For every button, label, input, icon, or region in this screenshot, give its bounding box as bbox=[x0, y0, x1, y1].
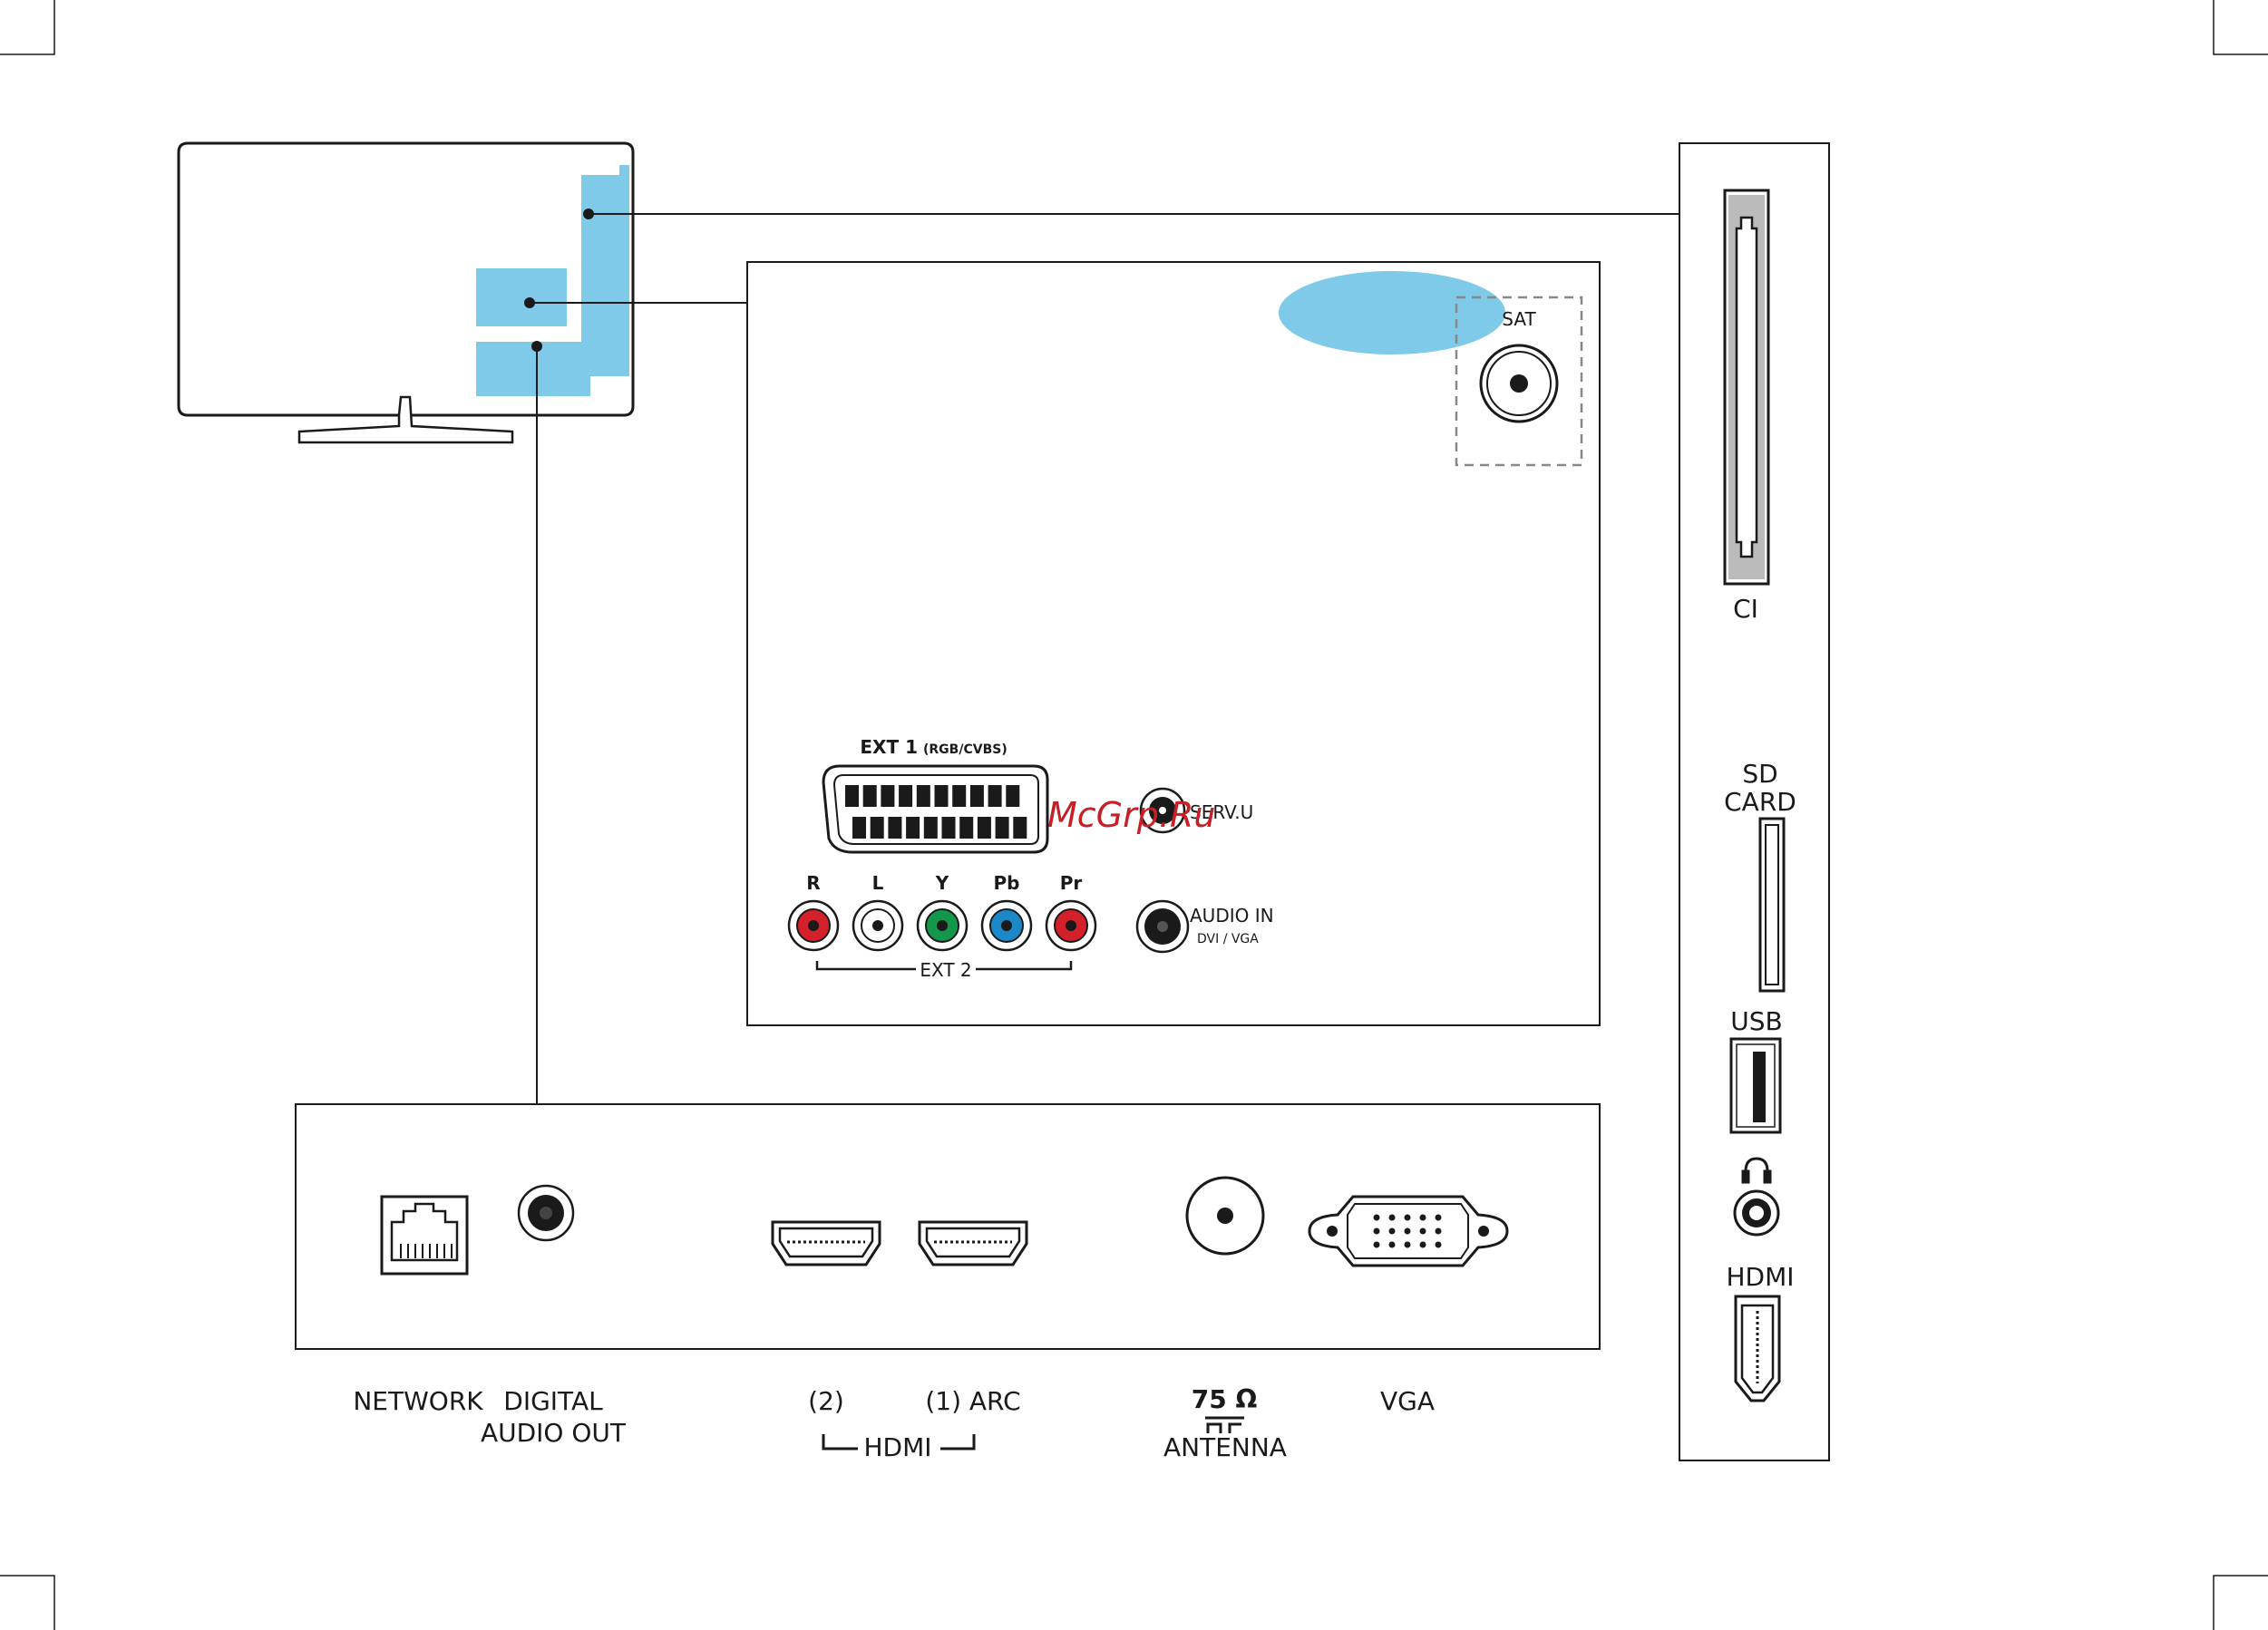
scart-pin bbox=[871, 817, 884, 839]
antenna-symbol bbox=[1205, 1418, 1244, 1433]
audio-in-port[interactable] bbox=[1137, 901, 1188, 952]
scart-pin bbox=[942, 817, 956, 839]
vga-label: VGA bbox=[1380, 1386, 1435, 1416]
rca-port-y[interactable] bbox=[918, 901, 967, 950]
rca-port-pb[interactable] bbox=[982, 901, 1031, 950]
scart-pin bbox=[852, 817, 866, 839]
sat-port[interactable] bbox=[1481, 345, 1557, 422]
digital-audio-label-line2: AUDIO OUT bbox=[481, 1418, 627, 1448]
hdmi-2-port[interactable] bbox=[773, 1222, 880, 1265]
scart-pin bbox=[952, 785, 966, 807]
rca-port-l[interactable] bbox=[853, 901, 902, 950]
center-connector-area bbox=[476, 268, 567, 326]
scart-pin bbox=[888, 817, 901, 839]
scart-pin bbox=[899, 785, 912, 807]
component-label-y: Y bbox=[935, 872, 949, 894]
component-label-l: L bbox=[872, 872, 884, 894]
network-label: NETWORK bbox=[353, 1386, 483, 1416]
side-panel: CI SD CARD USB HDMI bbox=[1679, 143, 1829, 1460]
headphone-jack[interactable] bbox=[1735, 1191, 1778, 1235]
network-port[interactable] bbox=[382, 1197, 467, 1274]
scart-pin bbox=[906, 817, 920, 839]
rca-port-r[interactable] bbox=[789, 901, 838, 950]
scart-pin bbox=[845, 785, 859, 807]
scart-port[interactable] bbox=[823, 766, 1047, 852]
antenna-ohm-label: 75 Ω bbox=[1192, 1384, 1258, 1414]
side-hdmi-label: HDMI bbox=[1726, 1262, 1794, 1292]
watermark-text: McGrp.Ru bbox=[1047, 795, 1215, 835]
side-hdmi-port[interactable] bbox=[1736, 1296, 1779, 1401]
scart-pin bbox=[881, 785, 894, 807]
audio-in-sub-label: DVI / VGA bbox=[1197, 932, 1259, 946]
scart-pin bbox=[996, 817, 1009, 839]
scart-pin bbox=[988, 785, 1002, 807]
audio-in-label: AUDIO IN bbox=[1190, 905, 1274, 927]
bottom-panel bbox=[296, 1104, 1600, 1349]
antenna-label: ANTENNA bbox=[1163, 1432, 1287, 1462]
scart-pin bbox=[935, 785, 949, 807]
scart-pin bbox=[1013, 817, 1027, 839]
component-label-pb: Pb bbox=[994, 872, 1020, 894]
scart-pin bbox=[959, 817, 973, 839]
scart-pin bbox=[978, 817, 991, 839]
sd-card-label-line1: SD bbox=[1742, 759, 1777, 789]
scart-pin bbox=[970, 785, 984, 807]
ci-label: CI bbox=[1733, 594, 1758, 624]
ext2-label: EXT 2 bbox=[920, 959, 971, 981]
digital-audio-out-port[interactable] bbox=[519, 1186, 573, 1240]
component-label-pr: Pr bbox=[1060, 872, 1083, 894]
sat-highlight bbox=[1279, 271, 1505, 354]
hdmi-1-arc-port[interactable] bbox=[920, 1222, 1027, 1265]
scart-pin bbox=[924, 817, 938, 839]
antenna-port[interactable] bbox=[1187, 1178, 1263, 1254]
scart-pin bbox=[863, 785, 877, 807]
usb-label: USB bbox=[1730, 1006, 1782, 1036]
tv-overview bbox=[179, 143, 633, 442]
sd-card-slot[interactable] bbox=[1760, 819, 1784, 991]
scart-pin bbox=[917, 785, 930, 807]
rca-port-pr[interactable] bbox=[1046, 901, 1095, 950]
hdmi-2-label: (2) bbox=[808, 1386, 844, 1416]
bottom-labels: NETWORK DIGITAL AUDIO OUT (2) (1) ARC HD… bbox=[353, 1384, 1435, 1462]
component-label-r: R bbox=[806, 872, 820, 894]
usb-port[interactable] bbox=[1731, 1039, 1780, 1132]
hdmi-1-arc-label: (1) ARC bbox=[925, 1386, 1020, 1416]
ext1-sub-label: (RGB/CVBS) bbox=[923, 742, 1007, 757]
digital-audio-label-line1: DIGITAL bbox=[503, 1386, 603, 1416]
ext1-label: EXT 1 bbox=[860, 736, 918, 758]
scart-pin bbox=[1006, 785, 1019, 807]
sd-card-label-line2: CARD bbox=[1724, 787, 1796, 817]
sat-label: SAT bbox=[1502, 308, 1536, 330]
hdmi-group-label: HDMI bbox=[863, 1432, 931, 1462]
ci-slot[interactable] bbox=[1725, 190, 1768, 584]
